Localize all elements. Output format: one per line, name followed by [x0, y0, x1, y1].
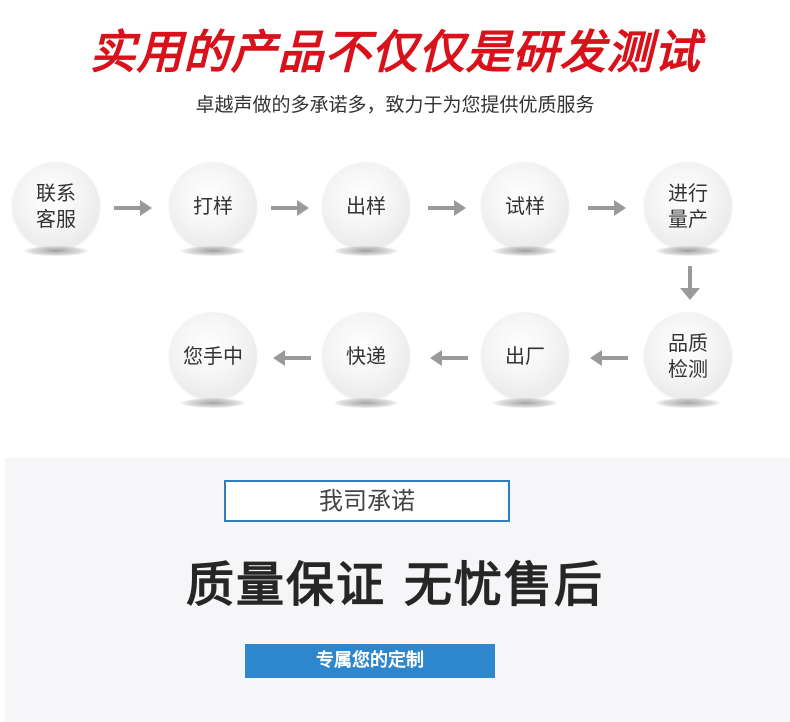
step-shadow	[334, 246, 398, 256]
step-trial: 试样	[481, 162, 569, 250]
step-contact-service: 联系 客服	[12, 162, 100, 250]
step-label: 试样	[505, 194, 545, 218]
step-label: 出样	[346, 194, 386, 218]
step-shadow	[493, 398, 557, 408]
step-label: 品质 检测	[668, 331, 708, 381]
page-subtitle: 卓越声做的多承诺多，致力于为您提供优质服务	[195, 94, 595, 116]
page-title: 实用的产品不仅仅是研发测试	[89, 25, 701, 79]
promise-slogan: 质量保证无忧售后	[0, 553, 790, 617]
arrow-right-icon	[271, 200, 309, 216]
custom-banner: 专属您的定制	[245, 644, 495, 678]
arrow-down-icon	[680, 266, 700, 300]
arrow-right-icon	[114, 200, 152, 216]
step-shadow	[181, 246, 245, 256]
step-label: 打样	[193, 194, 233, 218]
slogan-after-sales: 无忧售后	[404, 557, 605, 613]
step-shadow	[656, 246, 720, 256]
step-shadow	[24, 246, 88, 256]
step-label: 快递	[346, 344, 386, 368]
arrow-left-icon	[590, 350, 628, 366]
step-shadow	[656, 398, 720, 408]
arrow-right-icon	[428, 200, 466, 216]
step-shadow	[334, 398, 398, 408]
arrow-left-icon	[430, 350, 468, 366]
step-shadow	[493, 246, 557, 256]
arrow-right-icon	[588, 200, 626, 216]
step-mass-production: 进行 量产	[644, 162, 732, 250]
step-label: 联系 客服	[36, 181, 76, 231]
step-label: 出厂	[505, 344, 545, 368]
step-shipping-out: 出厂	[481, 312, 569, 400]
step-sampling: 打样	[169, 162, 257, 250]
step-quality-check: 品质 检测	[644, 312, 732, 400]
step-shadow	[181, 398, 245, 408]
arrow-left-icon	[273, 350, 311, 366]
step-in-your-hands: 您手中	[169, 312, 257, 400]
step-label: 您手中	[183, 344, 243, 368]
step-label: 进行 量产	[668, 181, 708, 231]
step-express: 快递	[322, 312, 410, 400]
slogan-quality: 质量保证	[185, 557, 386, 613]
promise-label-box: 我司承诺	[224, 480, 510, 522]
step-sample-out: 出样	[322, 162, 410, 250]
